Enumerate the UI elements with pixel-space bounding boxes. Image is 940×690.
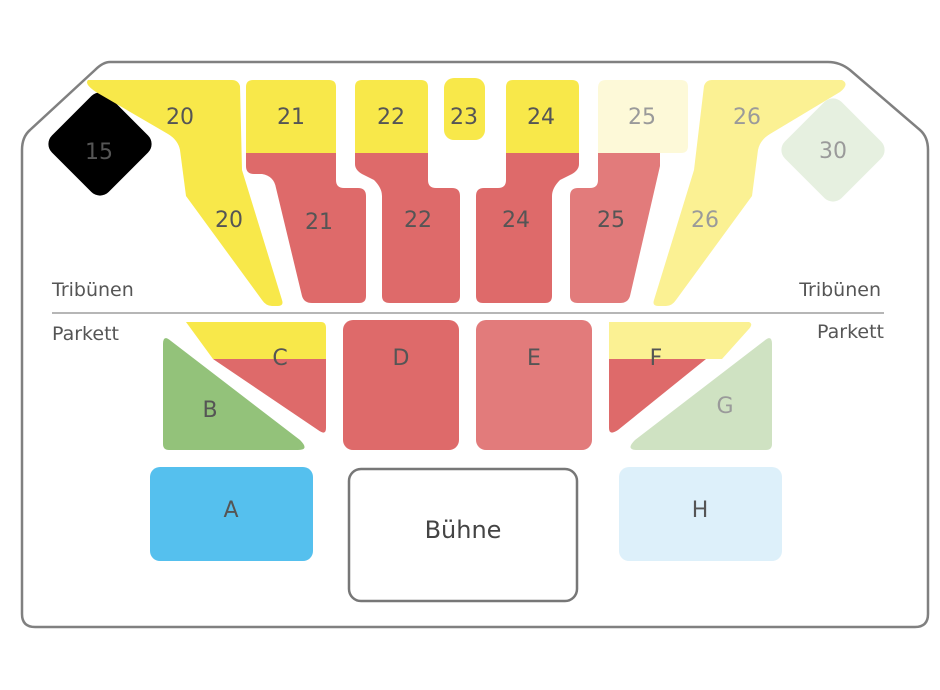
section-24-upper[interactable]: 24 [506,80,579,153]
section-22-lower-label: 22 [404,208,432,233]
section-24-upper-label: 24 [527,105,555,130]
section-21-upper[interactable]: 21 [246,80,336,153]
section-26-upper-label: 26 [733,105,761,130]
section-E[interactable]: E [476,320,592,450]
section-20-lower-label: 20 [215,208,243,233]
section-30-label: 30 [819,139,847,164]
section-21-lower[interactable]: 21 [246,153,366,303]
section-21-lower-label: 21 [305,210,333,235]
section-A-label: A [223,498,238,523]
section-25-lower-label: 25 [597,208,625,233]
section-20-upper-label: 20 [166,105,194,130]
section-22-upper[interactable]: 22 [355,80,428,153]
section-F-label: F [650,346,663,371]
tribunen-left-label: Tribünen [51,279,134,301]
section-26-lower-label: 26 [691,208,719,233]
section-23-label: 23 [450,105,478,130]
section-22-lower[interactable]: 22 [355,153,460,303]
stage-label: Bühne [425,516,502,544]
parkett-left-label: Parkett [52,323,119,345]
section-G-label: G [716,394,733,419]
section-G[interactable]: G [630,338,772,450]
section-A[interactable]: A [150,467,313,561]
section-H-label: H [692,498,709,523]
section-C[interactable]: C [186,322,326,433]
section-F[interactable]: F [609,322,752,433]
section-H[interactable]: H [619,467,782,561]
section-30[interactable]: 30 [776,93,889,206]
section-23[interactable]: 23 [444,78,485,140]
section-22-upper-label: 22 [377,105,405,130]
section-25-upper[interactable]: 25 [598,80,688,153]
section-24-lower-label: 24 [502,208,530,233]
stage: Bühne [347,467,579,603]
tribunen-right-label: Tribünen [798,279,881,301]
section-15[interactable]: 15 [43,87,156,200]
section-B[interactable]: B [163,338,305,450]
section-C-label: C [272,346,287,371]
section-25-upper-label: 25 [628,105,656,130]
parkett-right-label: Parkett [817,321,884,343]
section-D[interactable]: D [343,320,459,450]
section-15-label: 15 [85,140,113,165]
section-25-lower[interactable]: 25 [570,153,660,303]
section-D-label: D [393,346,410,371]
section-24-lower[interactable]: 24 [476,153,579,303]
section-26[interactable]: 26 26 [653,80,846,306]
section-20[interactable]: 20 20 [87,80,283,306]
section-21-upper-label: 21 [277,105,305,130]
section-B-label: B [202,398,217,423]
section-E-label: E [527,346,541,371]
